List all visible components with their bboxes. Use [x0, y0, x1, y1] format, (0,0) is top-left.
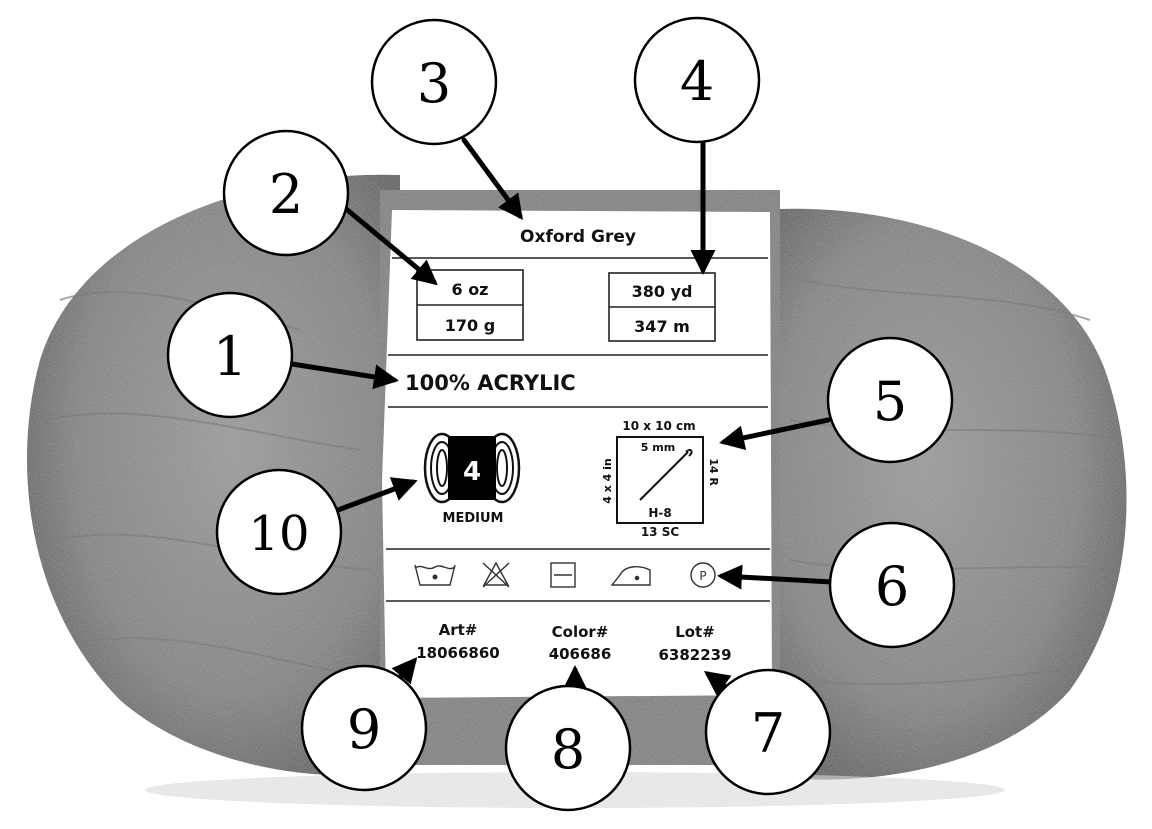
callout-9: 9: [300, 664, 428, 792]
svg-text:8: 8: [551, 718, 585, 781]
weight-g: 170 g: [445, 316, 495, 335]
label-band: [382, 210, 772, 698]
arrow-10: [335, 477, 418, 513]
color-number: 406686: [549, 645, 612, 663]
arrow-5: [719, 417, 831, 451]
dry-clean-letter: P: [699, 569, 706, 583]
fiber-content: 100% ACRYLIC: [405, 371, 576, 395]
length-yd: 380 yd: [632, 282, 693, 301]
svg-text:6: 6: [875, 555, 909, 618]
callout-7: 7: [704, 668, 832, 796]
callouts: 1 2 3 4 5 6 7 8: [166, 16, 956, 812]
gauge-swatch-size-in: 4 x 4 in: [601, 458, 614, 504]
art-number: 18066860: [416, 644, 500, 662]
weight-oz: 6 oz: [451, 280, 488, 299]
do-not-bleach-icon: [482, 561, 510, 588]
weight-box: 6 oz 170 g: [416, 269, 524, 341]
gauge-needle-size: 5 mm: [641, 441, 675, 454]
length-m: 347 m: [634, 317, 690, 336]
wash-30-icon: [414, 564, 456, 586]
svg-text:10: 10: [248, 506, 309, 562]
yarn-left-body: [26, 174, 401, 776]
lot-label: Lot#: [675, 623, 715, 641]
svg-text:1: 1: [213, 325, 247, 388]
callout-6: 6: [828, 521, 956, 649]
length-box: 380 yd 347 m: [608, 272, 716, 342]
callout-4: 4: [633, 16, 761, 144]
lot-number: 6382239: [658, 646, 731, 664]
callout-1: 1: [166, 291, 294, 419]
arrow-1: [289, 361, 399, 390]
yarn-label: Oxford Grey 6 oz 170 g 380 yd 347 m 100%…: [382, 210, 772, 698]
gauge-icon: 10 x 10 cm 5 mm H-8 4 x 4 in 14 R 13 SC: [601, 419, 720, 539]
callout-5: 5: [826, 336, 954, 464]
yarn-weight-number: 4: [463, 457, 481, 487]
gauge-stitches: 13 SC: [641, 525, 680, 539]
svg-text:4: 4: [680, 50, 714, 113]
svg-text:3: 3: [417, 52, 451, 115]
gauge-hook-size: H-8: [648, 506, 671, 520]
callout-8: 8: [504, 684, 632, 812]
yarn-weight-icon: 4 MEDIUM: [423, 432, 521, 526]
callout-10: 10: [215, 468, 343, 596]
callout-3: 3: [370, 18, 498, 146]
color-label: Color#: [552, 623, 609, 641]
yarn-weight-name: MEDIUM: [443, 511, 504, 526]
art-label: Art#: [439, 621, 478, 639]
care-symbols: [414, 561, 716, 588]
callout-2: 2: [222, 129, 350, 257]
svg-text:2: 2: [269, 163, 303, 226]
svg-text:5: 5: [873, 370, 907, 433]
color-name: Oxford Grey: [520, 227, 636, 247]
hook-icon: [639, 451, 689, 501]
gauge-rows: 14 R: [707, 458, 720, 486]
arrow-3: [461, 137, 523, 221]
svg-text:7: 7: [751, 702, 785, 765]
iron-low-icon: [610, 566, 651, 586]
dry-flat-icon: [550, 562, 576, 588]
dry-clean-p-icon: [690, 562, 716, 588]
svg-text:9: 9: [347, 698, 381, 761]
gauge-swatch-size: 10 x 10 cm: [622, 419, 695, 433]
arrow-6: [717, 564, 835, 590]
arrow-2: [342, 205, 438, 286]
